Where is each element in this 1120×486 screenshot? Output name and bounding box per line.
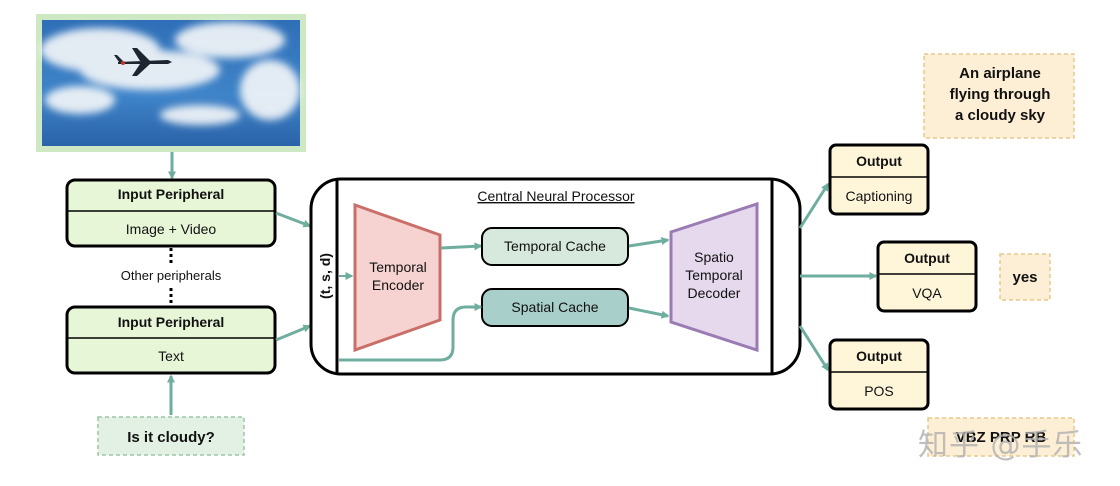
spatial-cache-label: Spatial Cache	[511, 299, 598, 315]
temporal-cache-label: Temporal Cache	[504, 238, 606, 254]
text-peripheral-subtitle: Text	[158, 348, 184, 364]
output-vqa-task: VQA	[912, 285, 942, 301]
output-captioning-box: Output Captioning	[828, 143, 930, 216]
central-neural-processor: Central Neural Processor (t, s, d) Tempo…	[309, 177, 802, 376]
output-pos-task: POS	[864, 383, 894, 399]
other-peripherals-label: Other peripherals	[121, 268, 222, 283]
vqa-result-text: yes	[1012, 269, 1037, 286]
spatio-temporal-decoder: Spatio Temporal Decoder	[669, 201, 759, 353]
vqa-result-box: yes	[999, 253, 1051, 301]
spatial-cache-to-decoder-arrow	[628, 306, 670, 319]
caption-line-1: An airplane	[959, 65, 1041, 82]
airplane-icon	[114, 48, 172, 76]
text-peripheral-box: Input Peripheral Text	[65, 305, 277, 375]
input-to-spatial-cache-arrow	[339, 303, 483, 362]
temporal-encoder: Temporal Encoder	[353, 202, 442, 353]
processor-to-captioning-arrow	[798, 182, 830, 229]
encoder-label-line1: Temporal	[369, 259, 427, 275]
output-vqa-title: Output	[904, 250, 950, 266]
encoder-to-temporal-cache-arrow	[440, 242, 483, 251]
image-peripheral-title: Input Peripheral	[118, 186, 225, 202]
output-pos-title: Output	[856, 348, 902, 364]
processor-title: Central Neural Processor	[477, 188, 635, 204]
input-image	[36, 14, 306, 152]
temporal-cache-to-decoder-arrow	[628, 237, 670, 248]
text-peripheral-title: Input Peripheral	[118, 314, 225, 330]
decoder-label-line3: Decoder	[688, 285, 741, 301]
output-pos-box: Output POS	[828, 338, 930, 411]
watermark: 知乎 @手乐	[918, 428, 1084, 463]
encoder-label-line2: Encoder	[372, 277, 424, 293]
image-peripheral-to-processor-arrow	[275, 211, 312, 228]
output-captioning-task: Captioning	[846, 188, 913, 204]
caption-result-box: An airplane flying through a cloudy sky	[923, 53, 1075, 139]
caption-line-2: flying through	[950, 86, 1051, 103]
processor-to-pos-arrow	[798, 325, 830, 372]
decoder-label-line1: Spatio	[694, 249, 734, 265]
spatial-cache: Spatial Cache	[481, 288, 629, 327]
decoder-label-line2: Temporal	[685, 267, 743, 283]
pos-result-text: VBZ PRP RB	[956, 429, 1047, 446]
output-captioning-title: Output	[856, 153, 902, 169]
question-box: Is it cloudy?	[97, 416, 245, 456]
temporal-cache: Temporal Cache	[481, 227, 629, 266]
text-peripheral-to-processor-arrow	[275, 324, 312, 342]
image-peripheral-box: Input Peripheral Image + Video	[65, 178, 277, 248]
tsd-label: (t, s, d)	[317, 253, 333, 299]
image-peripheral-subtitle: Image + Video	[126, 221, 217, 237]
caption-line-3: a cloudy sky	[955, 107, 1046, 124]
output-vqa-box: Output VQA	[876, 240, 978, 313]
question-text: Is it cloudy?	[127, 429, 215, 446]
pos-result-box: VBZ PRP RB	[927, 417, 1075, 457]
